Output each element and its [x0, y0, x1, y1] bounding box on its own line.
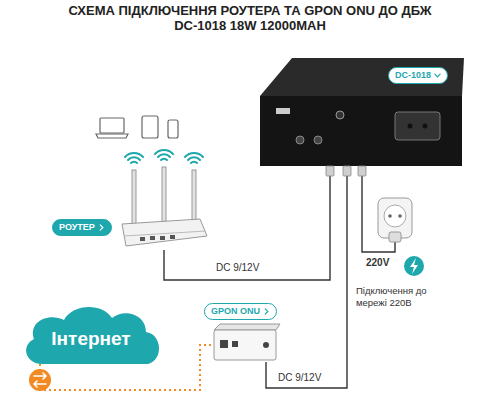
- edge-label: DC 9/12V: [214, 262, 261, 274]
- dc-plugs: [343, 166, 351, 176]
- label-badge: DC-1018: [388, 67, 448, 84]
- note-label: Підключення до мережі 220В: [356, 285, 440, 308]
- label-badge: РОУТЕР: [52, 219, 112, 236]
- node-label: Інтернет: [51, 318, 130, 350]
- wifi-waves: [185, 153, 203, 163]
- ups-box: [408, 124, 413, 129]
- onu-device: GPON ONU: [212, 328, 278, 362]
- ups-box: [276, 108, 290, 114]
- ups-box: [260, 58, 464, 166]
- wall-socket: [384, 205, 406, 227]
- ups-box: [260, 96, 462, 166]
- router-body: [150, 236, 155, 240]
- wall-socket: [389, 232, 401, 242]
- onu-box: [214, 330, 276, 360]
- wifi-waves: [125, 153, 143, 163]
- onu-box: [263, 342, 269, 348]
- ups-device: DC-1018: [258, 58, 464, 166]
- ups-box: [296, 136, 304, 144]
- ups-box: [423, 124, 428, 129]
- chevron-icon: [263, 308, 270, 315]
- onu-box: [214, 324, 280, 360]
- diagram-title: СХЕМА ПІДКЛЮЧЕННЯ РОУТЕРА ТА GPON ONU ДО…: [0, 3, 500, 33]
- ups-box: [314, 136, 322, 144]
- router-body: [160, 236, 165, 240]
- client-devices: [142, 116, 158, 138]
- wall-socket: [388, 214, 392, 218]
- dc-plugs: [358, 166, 366, 176]
- exchange-icon: [34, 373, 46, 387]
- ups-box: [336, 111, 344, 119]
- chevron-icon: [265, 309, 268, 314]
- router-antennas: [132, 167, 196, 224]
- router-body: [122, 219, 207, 246]
- connector-wire: [266, 166, 347, 388]
- client-devices: [96, 116, 178, 138]
- wifi-waves: [125, 150, 203, 163]
- client-devices: [100, 118, 124, 133]
- client-devices: [168, 120, 178, 138]
- cloud-outline: [26, 307, 159, 364]
- node-label: GPON ONU: [211, 306, 260, 317]
- onu-box: [214, 324, 280, 330]
- edge-label: DC 9/12V: [276, 372, 323, 384]
- chevron-icon: [98, 224, 105, 231]
- node-label: РОУТЕР: [59, 222, 95, 233]
- router-body: [124, 231, 206, 236]
- dc-plugs: [326, 166, 334, 176]
- router-antennas: [162, 167, 166, 222]
- wall-socket: [378, 198, 412, 242]
- connector-wire: [164, 166, 330, 280]
- exchange-icon: [29, 369, 51, 391]
- client-devices: [96, 134, 128, 138]
- router-device: РОУТЕР: [118, 145, 210, 250]
- dc-plugs: [326, 166, 366, 176]
- power-icon: [404, 256, 424, 276]
- router-antennas: [192, 170, 196, 222]
- internet-cloud: Інтернет: [18, 300, 164, 368]
- onu-box: [220, 340, 228, 348]
- router-antennas: [132, 170, 136, 224]
- wifi-waves: [155, 150, 173, 160]
- label-badge: GPON ONU: [204, 303, 277, 320]
- router-body: [140, 237, 145, 241]
- router-body: [170, 235, 175, 239]
- chevron-icon: [435, 74, 440, 77]
- note-label: 220V: [366, 257, 389, 269]
- ups-box: [395, 112, 440, 140]
- node-label: DC-1018: [395, 70, 431, 81]
- chevron-icon: [434, 72, 441, 79]
- ups-box: [260, 58, 464, 96]
- onu-box: [232, 341, 238, 347]
- power-icon: [404, 256, 424, 276]
- exchange-icon: [29, 369, 51, 391]
- power-icon: [410, 258, 418, 274]
- router-body: [122, 219, 207, 246]
- wall-socket: [398, 214, 402, 218]
- chevron-icon: [100, 225, 103, 230]
